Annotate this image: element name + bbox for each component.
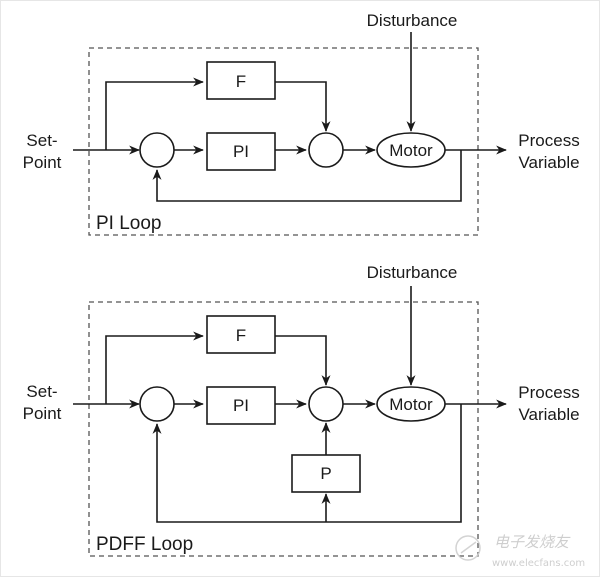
feedforward-label: F bbox=[236, 326, 246, 345]
feedforward-label: F bbox=[236, 72, 246, 91]
proportional-feedback-label: P bbox=[320, 464, 331, 483]
process-variable-label-line1: Process bbox=[518, 131, 579, 150]
motor-label: Motor bbox=[389, 141, 433, 160]
pi-controller-label: PI bbox=[233, 396, 249, 415]
disturbance-label: Disturbance bbox=[367, 11, 458, 30]
f-to-sum2-arrow bbox=[275, 81, 331, 132]
feedforward-block bbox=[206, 315, 276, 354]
f-to-sum2-arrow bbox=[275, 335, 331, 386]
process-variable-label-line2: Variable bbox=[518, 153, 579, 172]
pi-loop-label: PI Loop bbox=[96, 213, 162, 234]
pdff-loop-label: PDFF Loop bbox=[96, 534, 193, 555]
setpoint-label-line2: Point bbox=[23, 153, 62, 172]
pdff-loop-diagram: Set- Point F PI Motor Disturbance Proces… bbox=[23, 263, 580, 557]
watermark: 电子发烧友 www.elecfans.com bbox=[455, 533, 585, 569]
feedback-path-arrow bbox=[152, 404, 462, 523]
pi-controller-block bbox=[206, 386, 276, 425]
pi-loop-diagram: Set- Point F PI Motor Disturbance Proces… bbox=[23, 11, 580, 236]
setpoint-label-line1: Set- bbox=[26, 131, 57, 150]
pi-controller-label: PI bbox=[233, 142, 249, 161]
summing-junction-2 bbox=[308, 132, 344, 168]
summing-junction-2 bbox=[308, 386, 344, 422]
summing-junction-1 bbox=[139, 132, 175, 168]
process-variable-label-line2: Variable bbox=[518, 405, 579, 424]
feedback-path-arrow bbox=[152, 150, 462, 202]
feedforward-block bbox=[206, 61, 276, 100]
watermark-title: 电子发烧友 bbox=[494, 533, 571, 551]
motor-label: Motor bbox=[389, 395, 433, 414]
watermark-url: www.elecfans.com bbox=[492, 558, 585, 569]
proportional-feedback-block bbox=[291, 454, 361, 493]
disturbance-label: Disturbance bbox=[367, 263, 458, 282]
setpoint-label-line1: Set- bbox=[26, 382, 57, 401]
pdff-loop-boundary bbox=[88, 301, 479, 557]
process-variable-label-line1: Process bbox=[518, 383, 579, 402]
watermark-logo-icon bbox=[455, 535, 481, 561]
pi-controller-block bbox=[206, 132, 276, 171]
setpoint-to-f-arrow bbox=[105, 331, 204, 404]
setpoint-label-line2: Point bbox=[23, 404, 62, 423]
setpoint-to-f-arrow bbox=[105, 77, 204, 150]
summing-junction-1 bbox=[139, 386, 175, 422]
